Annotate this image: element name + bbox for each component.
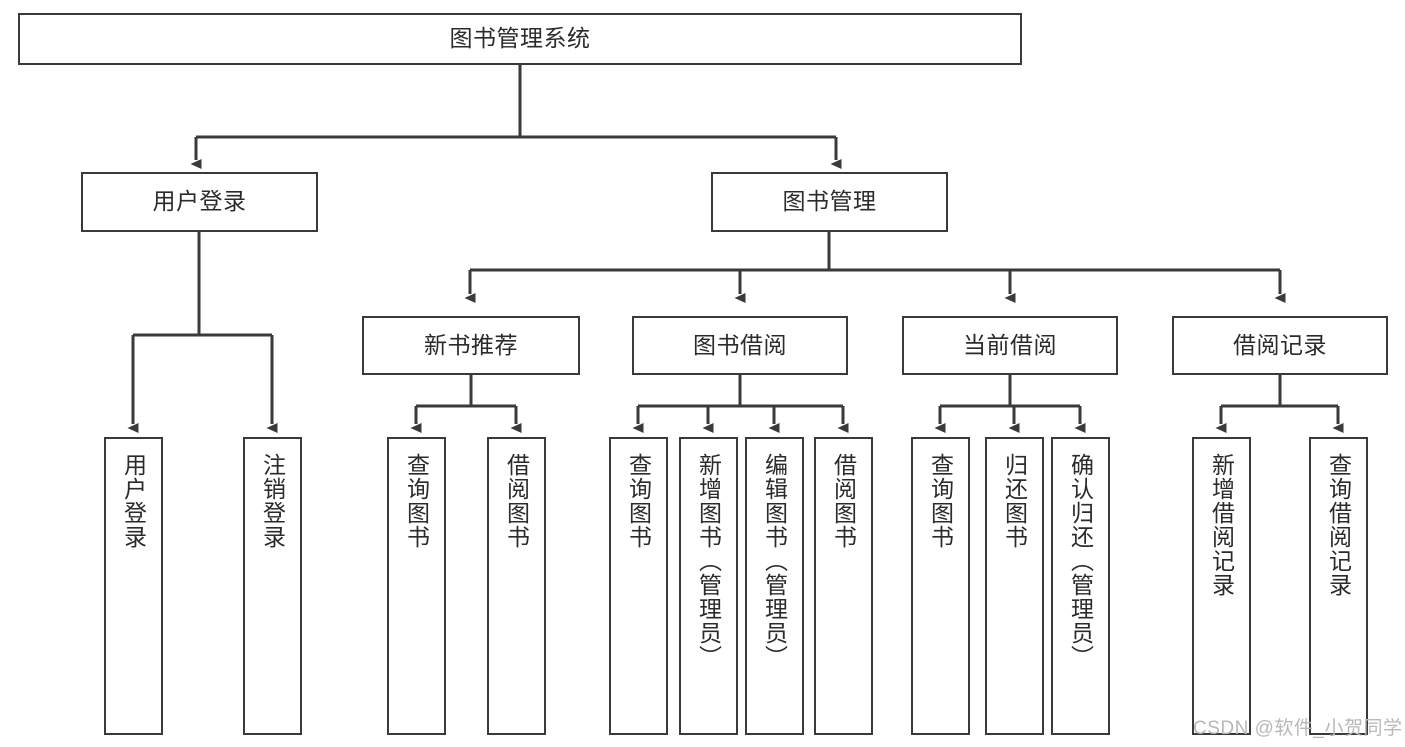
node-new-book-rec[interactable]: 新书推荐 bbox=[362, 316, 580, 375]
node-leaf-borrow-book-label: 借阅图书 bbox=[830, 453, 857, 549]
node-borrow-record[interactable]: 借阅记录 bbox=[1172, 316, 1388, 375]
node-leaf-query-record[interactable]: 查询借阅记录 bbox=[1309, 437, 1368, 735]
node-borrow-record-label: 借阅记录 bbox=[1233, 331, 1327, 358]
node-user-login[interactable]: 用户登录 bbox=[81, 172, 318, 232]
node-leaf-add-record[interactable]: 新增借阅记录 bbox=[1192, 437, 1251, 735]
node-leaf-query-book-rec-label: 查询图书 bbox=[403, 453, 430, 549]
node-root-label: 图书管理系统 bbox=[449, 25, 591, 52]
node-leaf-query-book-borrow[interactable]: 查询图书 bbox=[609, 437, 668, 735]
node-leaf-user-login[interactable]: 用户登录 bbox=[104, 437, 163, 735]
node-leaf-return-book-label: 归还图书 bbox=[1001, 453, 1028, 549]
node-leaf-user-login-label: 用户登录 bbox=[120, 453, 147, 549]
node-leaf-borrow-book-rec-label: 借阅图书 bbox=[503, 453, 530, 549]
watermark: CSDN @软件_小贺同学 bbox=[1193, 718, 1403, 739]
node-book-borrow-label: 图书借阅 bbox=[693, 331, 787, 358]
node-leaf-return-book[interactable]: 归还图书 bbox=[985, 437, 1044, 735]
node-leaf-add-book[interactable]: 新增图书（管理员） bbox=[679, 437, 738, 735]
node-leaf-add-record-label: 新增借阅记录 bbox=[1208, 453, 1235, 597]
node-new-book-rec-label: 新书推荐 bbox=[424, 331, 518, 358]
node-leaf-edit-book[interactable]: 编辑图书（管理员） bbox=[745, 437, 804, 735]
node-leaf-logout[interactable]: 注销登录 bbox=[243, 437, 302, 735]
node-leaf-logout-label: 注销登录 bbox=[259, 453, 286, 549]
node-leaf-borrow-book[interactable]: 借阅图书 bbox=[814, 437, 873, 735]
node-user-login-label: 用户登录 bbox=[152, 188, 247, 215]
node-book-borrow[interactable]: 图书借阅 bbox=[632, 316, 848, 375]
node-current-borrow[interactable]: 当前借阅 bbox=[902, 316, 1118, 375]
node-book-manage-label: 图书管理 bbox=[782, 188, 877, 215]
node-leaf-edit-book-label: 编辑图书（管理员） bbox=[761, 453, 788, 669]
node-leaf-add-book-label: 新增图书（管理员） bbox=[695, 453, 722, 669]
node-root[interactable]: 图书管理系统 bbox=[18, 13, 1022, 65]
node-leaf-query-book-cur-label: 查询图书 bbox=[927, 453, 954, 549]
node-book-manage[interactable]: 图书管理 bbox=[711, 172, 948, 232]
node-leaf-query-book-borrow-label: 查询图书 bbox=[625, 453, 652, 549]
node-leaf-query-book-cur[interactable]: 查询图书 bbox=[911, 437, 970, 735]
node-leaf-query-book-rec[interactable]: 查询图书 bbox=[387, 437, 446, 735]
node-leaf-borrow-book-rec[interactable]: 借阅图书 bbox=[487, 437, 546, 735]
node-leaf-confirm-return[interactable]: 确认归还（管理员） bbox=[1051, 437, 1110, 735]
node-current-borrow-label: 当前借阅 bbox=[963, 331, 1057, 358]
node-leaf-confirm-return-label: 确认归还（管理员） bbox=[1067, 453, 1094, 669]
node-leaf-query-record-label: 查询借阅记录 bbox=[1325, 453, 1352, 597]
